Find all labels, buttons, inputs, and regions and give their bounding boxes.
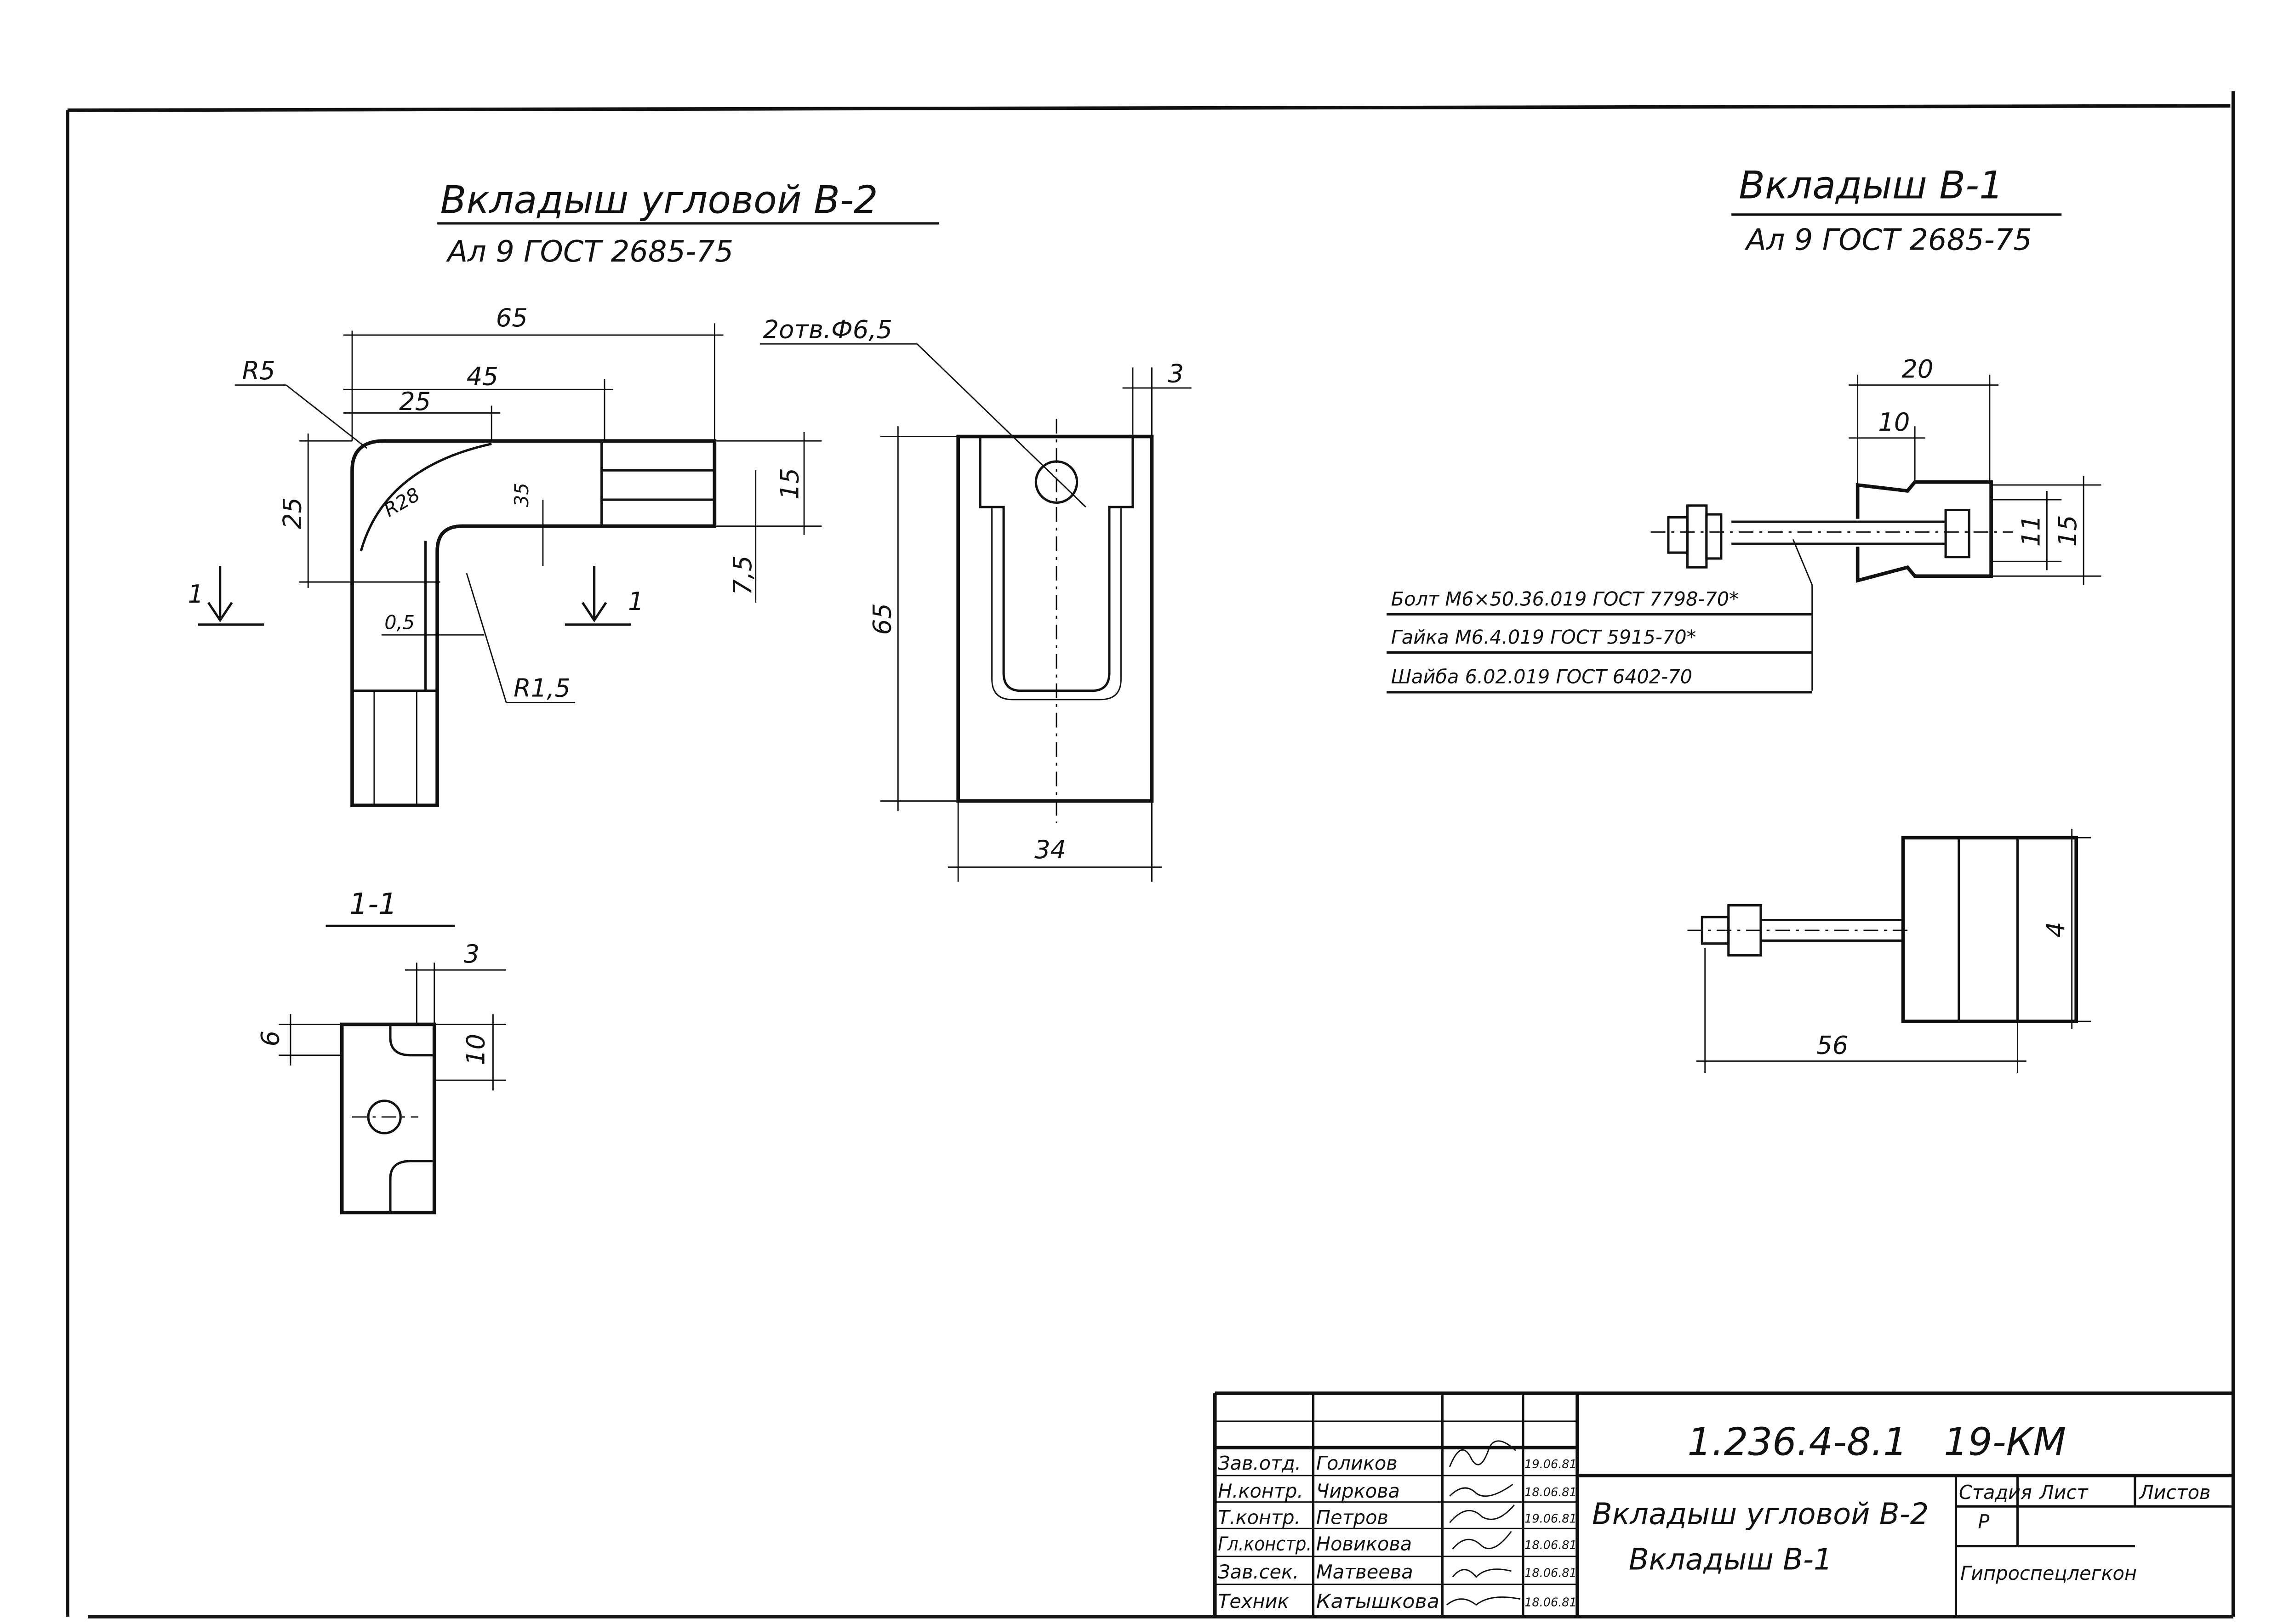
insert-b1-plan-view: 56 4 <box>1687 829 2091 1073</box>
sheet-frame <box>65 91 2235 1618</box>
signer-role: Зав.отд. <box>1218 1452 1301 1474</box>
corner-insert-front-view: 65 34 3 2отв.Ф6,5 <box>760 315 1192 882</box>
signer-date: 18.06.81 <box>1524 1567 1577 1580</box>
radius-r28: R28 <box>380 483 423 521</box>
signer-date: 18.06.81 <box>1524 1539 1577 1552</box>
part-bolt: Болт М6×50.36.019 ГОСТ 7798-70* <box>1391 587 1739 610</box>
dim-35: 35 <box>510 483 533 507</box>
organization: Гипроспецлегкон <box>1960 1562 2137 1584</box>
signatures <box>1446 1440 1520 1606</box>
signer-role: Т.контр. <box>1218 1506 1301 1529</box>
signer-row: Н.контр. Чиркова 18.06.81 <box>1218 1480 1577 1502</box>
b1-dim-4: 4 <box>2042 922 2071 938</box>
dim-34: 34 <box>1034 835 1066 864</box>
b1-dim-10: 10 <box>1878 408 1910 437</box>
parts-list: Болт М6×50.36.019 ГОСТ 7798-70* Гайка М6… <box>1387 587 1812 694</box>
section-label: 1-1 <box>349 888 397 922</box>
section-mark-right: 1 <box>628 587 644 616</box>
signer-name: Катышкова <box>1316 1590 1439 1613</box>
b1-dim-56: 56 <box>1816 1031 1848 1060</box>
document-code: 1.236.4-8.1 19-КМ <box>1687 1419 2066 1464</box>
section-dim-6: 6 <box>256 1031 285 1047</box>
sheets-header: Листов <box>2138 1481 2210 1504</box>
signer-role: Гл.констр. <box>1218 1533 1312 1555</box>
b1-dim-20: 20 <box>1901 355 1933 384</box>
dim-25-vertical: 25 <box>278 497 307 529</box>
signer-name: Новикова <box>1316 1533 1412 1555</box>
radius-r1-5: R1,5 <box>514 673 571 702</box>
document-title-line2: Вкладыш В-1 <box>1629 1543 1832 1577</box>
signer-role: Техник <box>1218 1590 1289 1613</box>
signer-row: Гл.констр. Новикова 18.06.81 <box>1218 1533 1577 1555</box>
radius-r5: R5 <box>242 356 275 385</box>
dim-3-front: 3 <box>1168 359 1184 388</box>
section-1-1: 1-1 3 6 10 <box>256 888 507 1214</box>
part-nut: Гайка М6.4.019 ГОСТ 5915-70* <box>1391 626 1696 648</box>
holes-callout: 2отв.Ф6,5 <box>763 315 893 344</box>
dim-65: 65 <box>496 303 528 332</box>
stage-value: Р <box>1978 1510 1989 1533</box>
signer-role: Н.контр. <box>1218 1480 1303 1502</box>
b1-dim-11: 11 <box>2016 515 2045 547</box>
dim-45: 45 <box>467 362 498 391</box>
dim-15: 15 <box>775 468 804 500</box>
signer-row: Т.контр. Петров 19.06.81 <box>1218 1506 1577 1529</box>
left-material: Ал 9 ГОСТ 2685-75 <box>445 235 733 269</box>
right-title: Вкладыш В-1 <box>1739 163 2004 208</box>
dim-25-horizontal: 25 <box>399 387 431 416</box>
left-title: Вкладыш угловой В-2 <box>440 178 878 222</box>
sheet-header: Лист <box>2038 1481 2089 1504</box>
signer-row: Зав.сек. Матвеева 18.06.81 <box>1218 1561 1577 1583</box>
signer-date: 18.06.81 <box>1524 1486 1577 1499</box>
stage-header: Стадия <box>1959 1481 2032 1504</box>
b1-dim-15: 15 <box>2053 515 2082 547</box>
signer-role: Зав.сек. <box>1218 1561 1299 1583</box>
section-mark-left: 1 <box>188 580 204 609</box>
signer-date: 18.06.81 <box>1524 1596 1577 1610</box>
right-material: Ал 9 ГОСТ 2685-75 <box>1744 223 2032 257</box>
corner-insert-side-view: 65 45 25 25 R5 R28 0,5 R1,5 15 7,5 35 1 … <box>188 303 822 807</box>
signer-date: 19.06.81 <box>1524 1512 1577 1526</box>
signer-name: Петров <box>1316 1506 1388 1529</box>
signer-name: Матвеева <box>1316 1561 1413 1583</box>
insert-b1-side-view: 20 10 11 15 <box>1650 355 2101 691</box>
section-dim-10: 10 <box>461 1034 490 1066</box>
part-washer: Шайба 6.02.019 ГОСТ 6402-70 <box>1391 666 1692 688</box>
dim-0-5: 0,5 <box>384 611 415 633</box>
document-title-line1: Вкладыш угловой В-2 <box>1592 1498 1929 1532</box>
signer-date: 19.06.81 <box>1524 1458 1577 1471</box>
signer-name: Голиков <box>1316 1452 1398 1474</box>
signer-row: Техник Катышкова 18.06.81 <box>1218 1590 1577 1613</box>
signer-row: Зав.отд. Голиков 19.06.81 <box>1218 1452 1577 1474</box>
title-block: Зав.отд. Голиков 19.06.81 Н.контр. Чирко… <box>1213 1391 2233 1617</box>
section-dim-3: 3 <box>464 940 480 969</box>
dim-7-5: 7,5 <box>728 555 757 595</box>
signer-name: Чиркова <box>1316 1480 1400 1502</box>
dim-65-front: 65 <box>868 603 896 635</box>
